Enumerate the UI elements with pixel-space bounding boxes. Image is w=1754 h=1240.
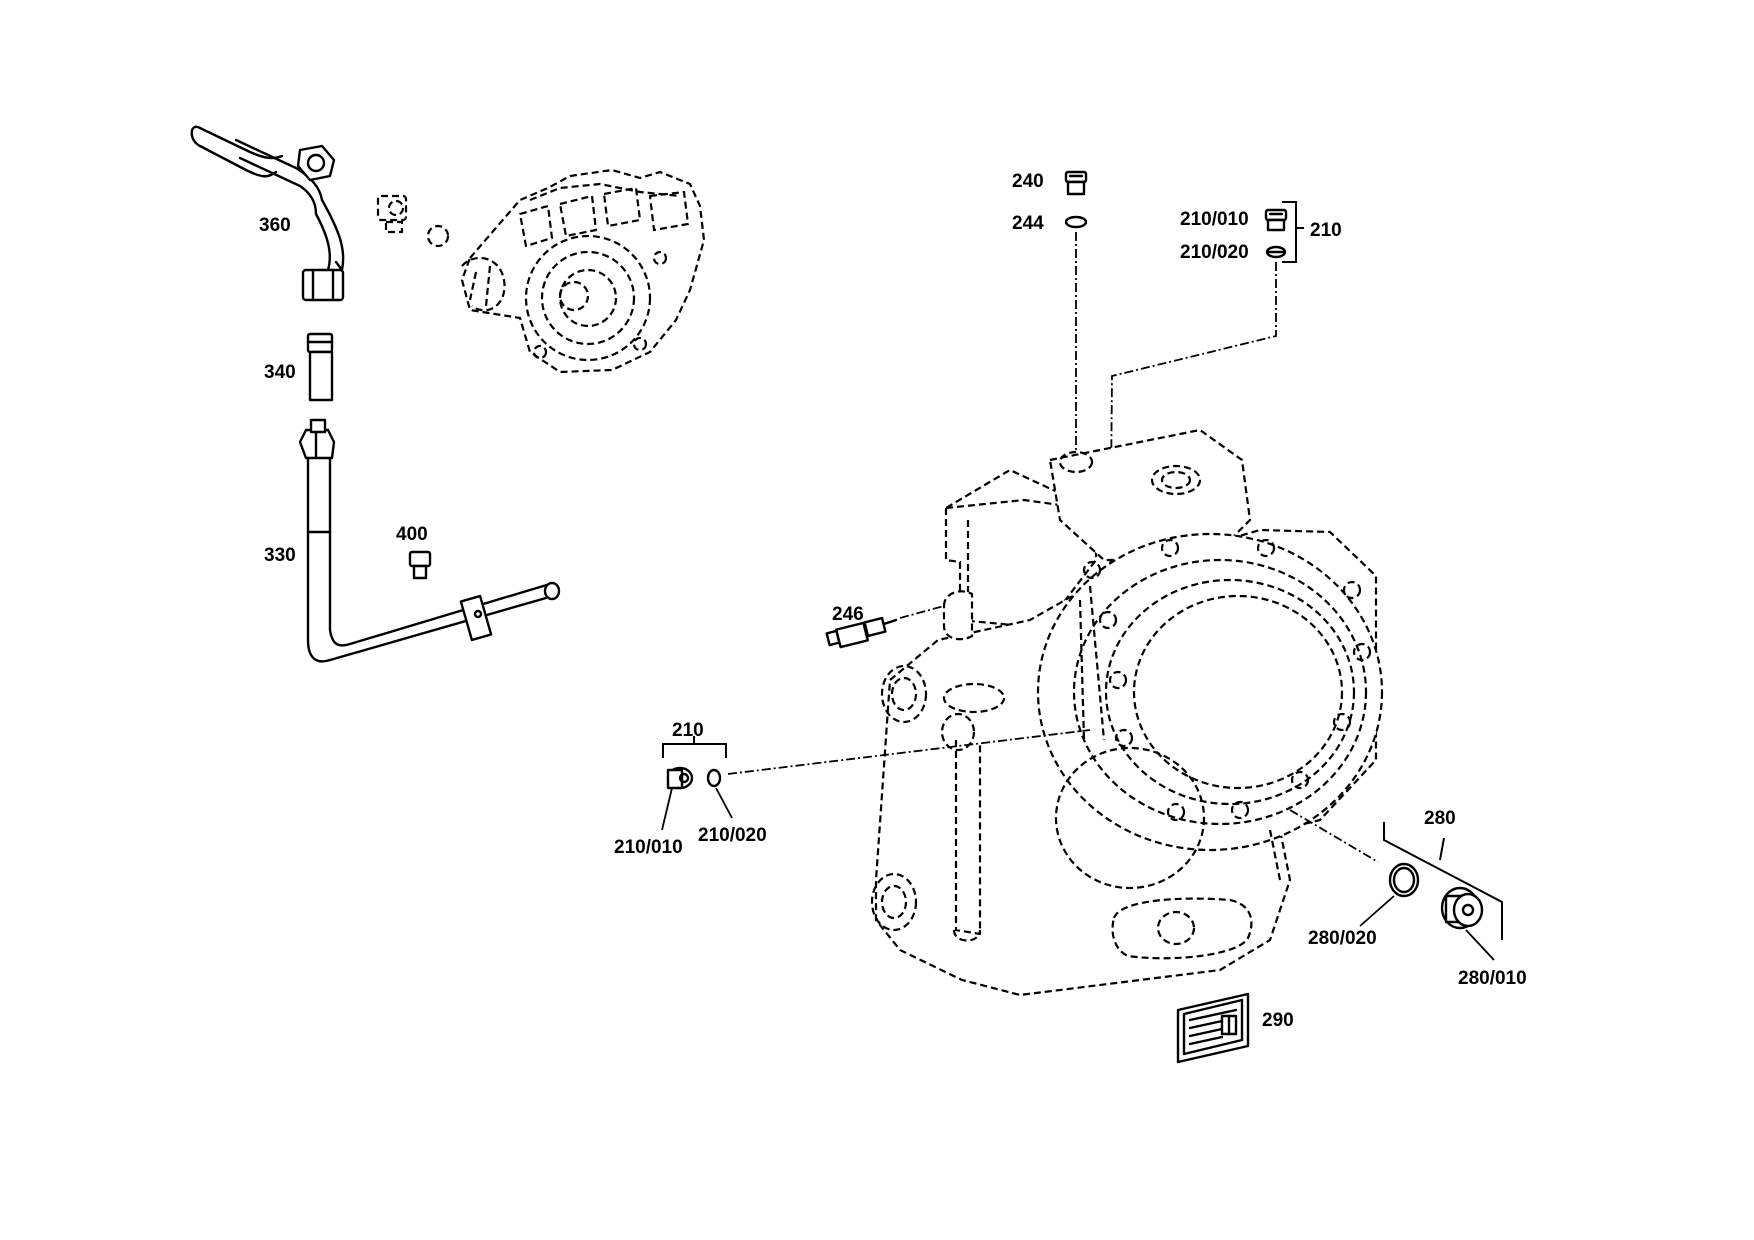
sensor-246[interactable]	[825, 616, 898, 649]
callout-246: 246	[832, 604, 864, 625]
pipe-330[interactable]	[298, 418, 561, 663]
callout-280: 280	[1424, 808, 1456, 829]
callout-340: 340	[264, 362, 296, 383]
plug-400[interactable]	[408, 550, 432, 580]
callout-210-020-top: 210/020	[1180, 242, 1249, 263]
leader-280-020	[1359, 895, 1395, 927]
plug-240[interactable]	[1064, 170, 1088, 196]
seal-ring-280-020[interactable]	[1388, 862, 1420, 898]
callout-210-020-left: 210/020	[698, 825, 767, 846]
callout-210-left: 210	[672, 720, 704, 741]
nameplate-290[interactable]	[1176, 992, 1250, 1064]
dash-line-246	[899, 605, 945, 619]
seal-ring-244[interactable]	[1064, 215, 1088, 229]
callout-210-010-left: 210/010	[614, 837, 683, 858]
dash-line-210-left	[727, 729, 1091, 775]
callout-210-010-top: 210/010	[1180, 209, 1249, 230]
pump-fittings	[376, 194, 450, 248]
callout-244: 244	[1012, 213, 1044, 234]
seal-ring-210-020-top[interactable]	[1265, 245, 1287, 259]
seal-ring-210-020-left[interactable]	[706, 768, 722, 788]
callout-280-010: 280/010	[1458, 968, 1527, 989]
callout-330: 330	[264, 545, 296, 566]
callout-240: 240	[1012, 171, 1044, 192]
callout-290: 290	[1262, 1010, 1294, 1031]
transmission-housing	[870, 428, 1384, 997]
leader-210-010-left	[661, 787, 673, 831]
callout-210-top: 210	[1310, 220, 1342, 241]
leader-280-010	[1465, 929, 1495, 961]
bracket-210-left	[662, 736, 727, 758]
callout-400: 400	[396, 524, 428, 545]
pipe-360[interactable]	[190, 125, 345, 302]
pump-assembly	[460, 168, 706, 374]
dash-line-280	[1289, 809, 1379, 863]
fitting-340[interactable]	[306, 332, 334, 402]
bracket-280	[1383, 822, 1503, 940]
bracket-210-top	[1282, 201, 1304, 263]
leader-210-020-left	[715, 787, 733, 819]
plug-210-010-top[interactable]	[1264, 208, 1288, 232]
dash-line-210-top	[1109, 262, 1277, 601]
callout-280-020: 280/020	[1308, 928, 1377, 949]
plug-210-010-left[interactable]	[666, 766, 694, 790]
plug-280-010[interactable]	[1440, 886, 1484, 930]
callout-360: 360	[259, 215, 291, 236]
